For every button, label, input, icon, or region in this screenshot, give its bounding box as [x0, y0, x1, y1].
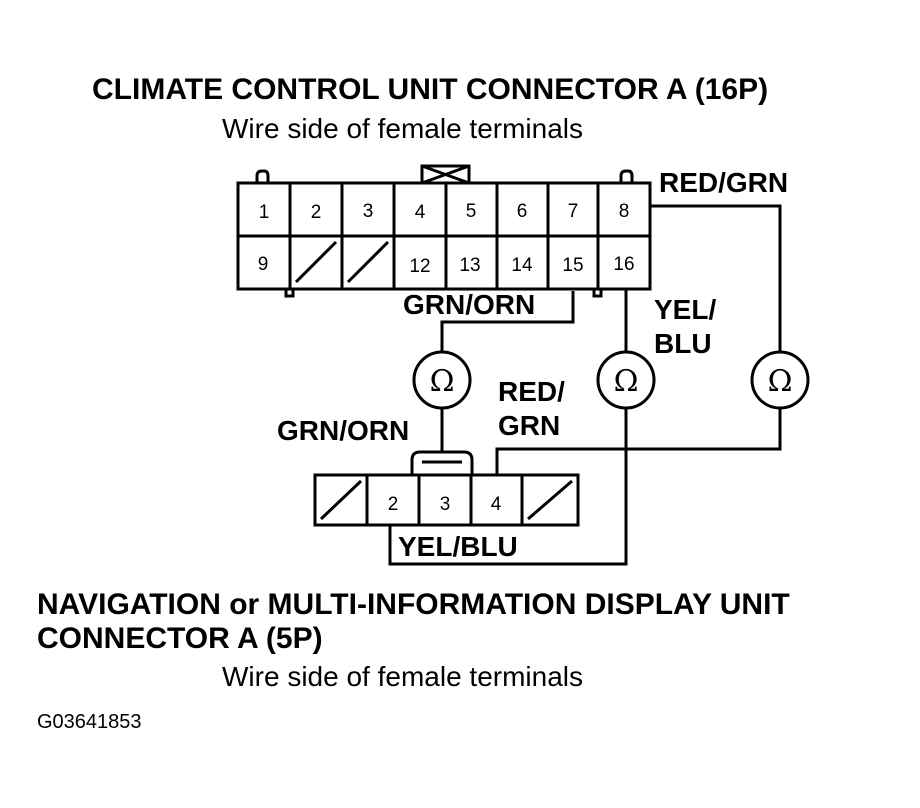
wire-label-grn-orn-top: GRN/ORN — [403, 289, 536, 320]
connector-b-subtitle: Wire side of female terminals — [222, 661, 584, 692]
pin-a-4: 4 — [415, 202, 426, 223]
connector-a-title: CLIMATE CONTROL UNIT CONNECTOR A (16P) — [92, 73, 769, 106]
pin-a-8: 8 — [619, 201, 630, 222]
pin-a-1: 1 — [259, 202, 270, 223]
wire-grn-orn-a — [440, 291, 575, 352]
wire-yel-blu-b — [388, 408, 628, 566]
pin-a-5: 5 — [466, 201, 477, 222]
wire-label-red-grn-top: RED/GRN — [659, 167, 789, 198]
pin-a-16: 16 — [613, 254, 634, 275]
pin-a-14: 14 — [511, 255, 533, 276]
pin-a-15: 15 — [562, 255, 583, 276]
connector-a-subtitle: Wire side of female terminals — [222, 113, 584, 144]
pin-a-12: 12 — [409, 256, 430, 277]
pin-b-2: 2 — [388, 494, 399, 515]
pin-a-3: 3 — [363, 201, 374, 222]
ohm-icon: Ω — [430, 364, 455, 399]
connector-b-body — [313, 473, 580, 527]
wire-label-red-grn-mid-2: GRN — [498, 410, 561, 441]
connector-b-title-line1: NAVIGATION or MULTI-INFORMATION DISPLAY … — [37, 588, 790, 621]
pin-a-6: 6 — [517, 201, 528, 222]
wire-red-grn-a — [650, 204, 782, 352]
pin-a-13: 13 — [459, 255, 480, 276]
connector-b-title-line2: CONNECTOR A (5P) — [37, 622, 323, 655]
wire-label-grn-orn-bottom: GRN/ORN — [277, 415, 410, 446]
pin-b-3: 3 — [440, 494, 451, 515]
pin-a-2: 2 — [311, 202, 322, 223]
wire-red-grn-b — [495, 408, 782, 475]
wire-label-yel-blu-bottom: YEL/BLU — [398, 531, 518, 562]
ohm-icon: Ω — [614, 364, 639, 399]
ohm-icon: Ω — [768, 364, 793, 399]
wire-label-yel-blu-top-2: BLU — [654, 328, 712, 359]
pin-a-9: 9 — [258, 254, 269, 275]
pin-b-4: 4 — [491, 494, 502, 515]
figure-code: G03641853 — [37, 711, 142, 733]
wire-label-red-grn-mid-1: RED/ — [498, 376, 565, 407]
wire-label-yel-blu-top-1: YEL/ — [654, 294, 717, 325]
pin-a-7: 7 — [568, 201, 579, 222]
